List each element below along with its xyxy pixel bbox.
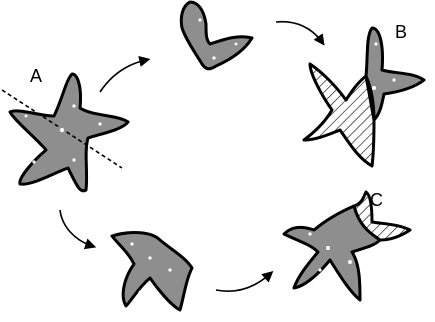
starfish-c: [284, 192, 410, 300]
label-a: A: [30, 66, 42, 86]
label-c: C: [370, 190, 383, 210]
starfish-a-body: [10, 74, 128, 191]
fragment-upper: [181, 2, 252, 69]
fragment-lower-body: [112, 233, 192, 310]
arrow-a-to-lower: [60, 210, 92, 246]
fragment-lower: [112, 233, 192, 310]
starfish-a: [2, 74, 128, 191]
label-b: B: [395, 22, 407, 42]
starfish-b-regenerated: [304, 64, 374, 166]
arrow-a-to-upper: [100, 60, 146, 92]
starfish-b: [304, 28, 424, 166]
arrow-lower-to-c: [216, 274, 270, 291]
fragment-upper-body: [181, 2, 252, 69]
arrow-upper-to-b: [276, 22, 322, 42]
